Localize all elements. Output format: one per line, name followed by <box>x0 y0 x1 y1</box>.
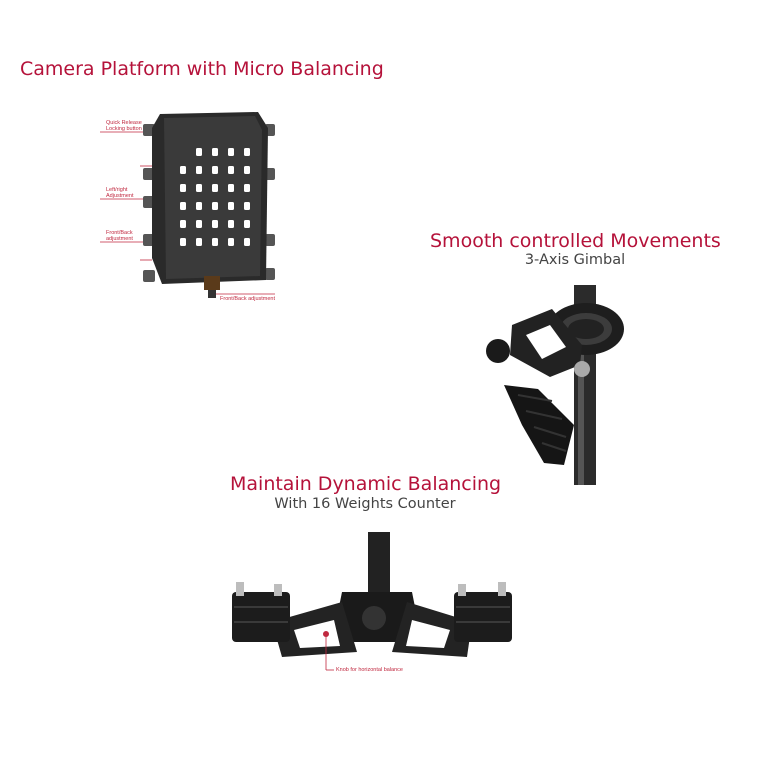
platform-hole <box>228 148 234 156</box>
platform-hole <box>196 238 202 246</box>
platform-hole <box>180 202 186 210</box>
balance-heading: Maintain Dynamic Balancing <box>230 473 502 495</box>
platform-hole <box>212 220 218 228</box>
platform-hole <box>180 238 186 246</box>
platform-hole <box>196 184 202 192</box>
platform-hole <box>196 202 202 210</box>
platform-hole <box>244 148 250 156</box>
platform-hole <box>180 220 186 228</box>
platform-hole <box>196 220 202 228</box>
platform-hole <box>196 166 202 174</box>
platform-hole <box>228 220 234 228</box>
platform-hole <box>244 166 250 174</box>
balance-subtitle: With 16 Weights Counter <box>274 496 456 512</box>
knob-label: Knob for horizontal balance <box>336 667 403 673</box>
platform-hole <box>196 148 202 156</box>
platform-hole <box>244 202 250 210</box>
platform-hole <box>244 220 250 228</box>
quick-release-label: Quick Release Locking button <box>106 120 142 132</box>
platform-hole <box>228 238 234 246</box>
front-back-bottom-label: Front/Back adjustment <box>220 296 276 302</box>
platform-hole <box>212 202 218 210</box>
gimbal-heading: Smooth controlled Movements <box>430 230 721 252</box>
platform-hole <box>228 166 234 174</box>
platform-heading: Camera Platform with Micro Balancing <box>20 58 384 80</box>
camera-platform-image <box>100 112 275 298</box>
gimbal-image <box>486 285 624 485</box>
platform-hole <box>180 166 186 174</box>
front-back-side-label: Front/Back adjustment <box>106 230 133 242</box>
gimbal-subtitle: 3-Axis Gimbal <box>524 252 626 268</box>
platform-hole <box>244 184 250 192</box>
platform-hole <box>180 184 186 192</box>
platform-hole <box>212 166 218 174</box>
platform-hole <box>228 184 234 192</box>
platform-hole <box>228 202 234 210</box>
platform-hole <box>212 184 218 192</box>
platform-hole <box>244 238 250 246</box>
platform-hole <box>212 238 218 246</box>
counterweight-sled-image <box>232 532 512 671</box>
platform-hole <box>212 148 218 156</box>
left-right-label: Left/right Adjustment <box>106 187 134 199</box>
